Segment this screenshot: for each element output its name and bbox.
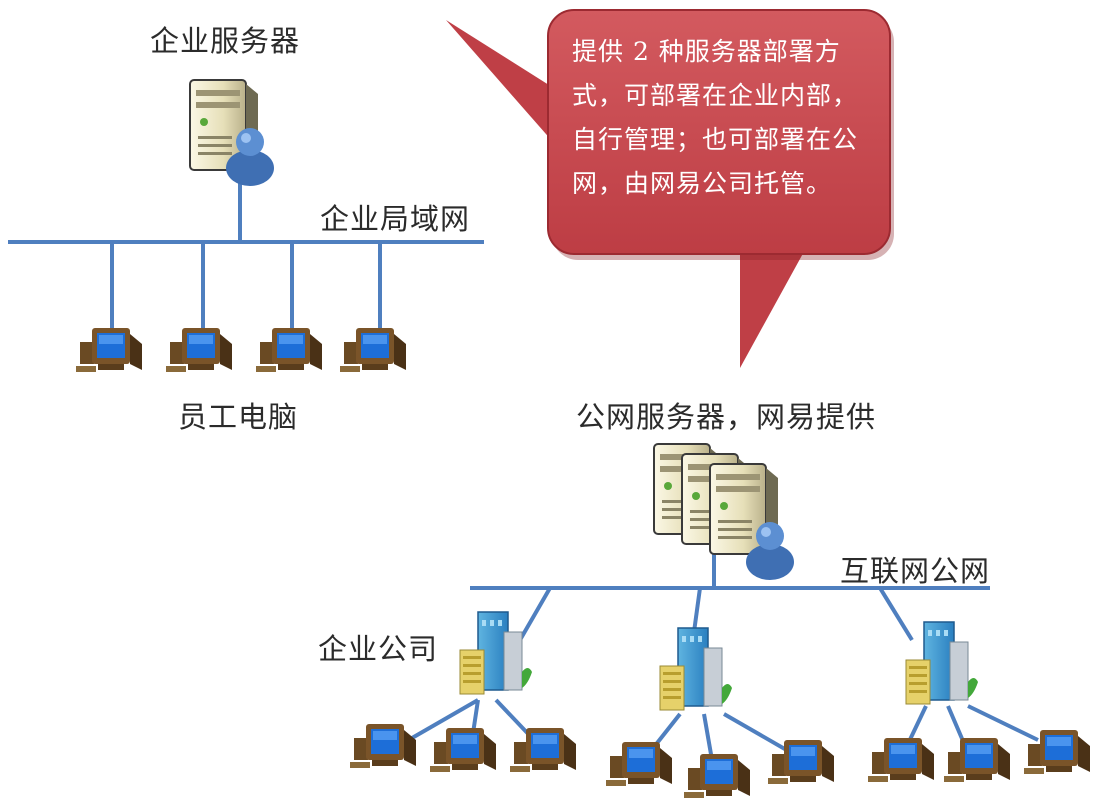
enterprise-company-label: 企业公司 xyxy=(318,632,439,666)
public-server-label: 公网服务器，网易提供 xyxy=(576,400,877,434)
office-building-icon xyxy=(459,611,533,695)
callout-text: 提供 2 种服务器部署方式，可部署在企业内部，自行管理；也可部署在公网，由网易公… xyxy=(572,37,859,198)
computer-icon xyxy=(684,754,750,798)
company-buildings xyxy=(459,611,979,711)
computer-icon xyxy=(868,738,934,782)
employee-computers xyxy=(76,328,406,372)
office-building-icon xyxy=(659,627,733,711)
computer-icon xyxy=(166,328,232,372)
server-cluster-icon xyxy=(653,443,794,580)
internet-label: 互联网公网 xyxy=(840,554,991,588)
callout-bubble xyxy=(446,9,894,368)
computer-icon xyxy=(606,742,672,786)
server-user-icon xyxy=(189,79,274,186)
computer-icon xyxy=(340,328,406,372)
computer-icon xyxy=(350,724,416,768)
computer-icon xyxy=(510,728,576,772)
employee-pcs-label: 员工电脑 xyxy=(178,400,299,434)
enterprise-lan-network xyxy=(8,176,484,338)
company-computers xyxy=(350,724,1090,798)
computer-icon xyxy=(256,328,322,372)
enterprise-server-label: 企业服务器 xyxy=(150,24,301,58)
enterprise-lan-label: 企业局域网 xyxy=(320,202,471,236)
office-building-icon xyxy=(905,621,979,705)
computer-icon xyxy=(944,738,1010,782)
computer-icon xyxy=(430,728,496,772)
computer-icon xyxy=(76,328,142,372)
